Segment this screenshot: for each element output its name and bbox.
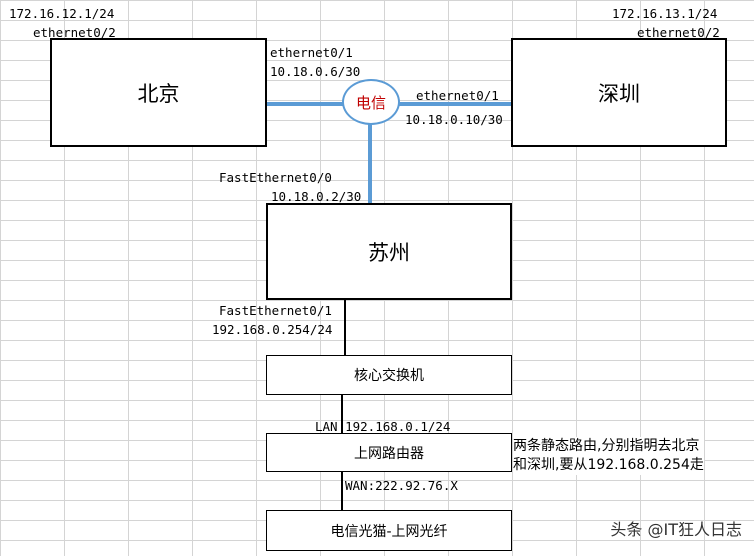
note-line-1: 两条静态路由,分别指明去北京 (513, 438, 700, 454)
label-bj-wan-ip: 10.18.0.6/30 (270, 64, 361, 79)
label-suz-lan-ip: 192.168.0.254/24 (212, 322, 333, 337)
label-router-lan: LAN 192.168.0.1/24 (315, 419, 451, 434)
node-core-switch: 核心交换机 (266, 355, 512, 395)
label-sz-lan-if: ethernet0/2 (637, 25, 720, 40)
label-suz-wan-if: FastEthernet0/0 (219, 170, 332, 185)
label-sz-lan-ip: 172.16.13.1/24 (612, 6, 718, 21)
link-telecom-suzhou (368, 123, 372, 205)
label-router-wan: WAN:222.92.76.X (345, 478, 458, 493)
node-telecom: 电信 (342, 79, 400, 125)
static-route-note: 两条静态路由,分别指明去北京 和深圳,要从192.168.0.254走 (513, 437, 704, 475)
label-bj-lan-ip: 172.16.12.1/24 (9, 6, 115, 21)
label-bj-lan-if: ethernet0/2 (33, 25, 116, 40)
node-shenzhen: 深圳 (511, 38, 727, 147)
node-suzhou: 苏州 (266, 203, 512, 300)
link-suzhou-switch (344, 299, 346, 356)
link-beijing-telecom (266, 102, 344, 106)
label-sz-wan-ip: 10.18.0.10/30 (405, 112, 503, 127)
node-modem: 电信光猫-上网光纤 (266, 510, 512, 551)
note-line-2: 和深圳,要从192.168.0.254走 (513, 457, 704, 473)
node-beijing: 北京 (50, 38, 267, 147)
link-switch-router (341, 394, 343, 434)
node-router: 上网路由器 (266, 433, 512, 472)
link-router-modem (341, 471, 343, 511)
label-suz-wan-ip: 10.18.0.2/30 (271, 189, 362, 204)
label-suz-lan-if: FastEthernet0/1 (219, 303, 332, 318)
label-bj-wan-if: ethernet0/1 (270, 45, 353, 60)
link-telecom-shenzhen (398, 102, 512, 106)
watermark: 头条 @IT狂人日志 (610, 520, 742, 539)
label-sz-wan-if: ethernet0/1 (416, 88, 499, 103)
